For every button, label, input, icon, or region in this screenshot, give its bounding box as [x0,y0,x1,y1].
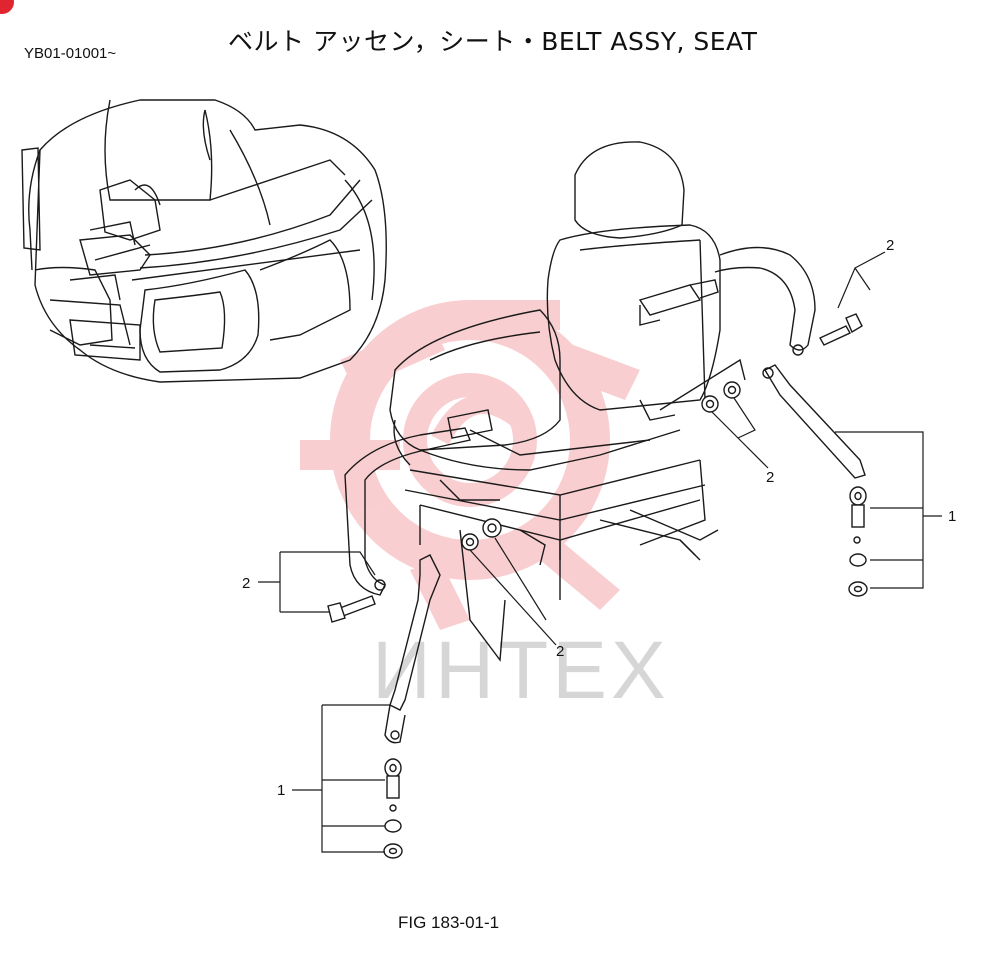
leader-lines [258,251,942,853]
spring-washer-left [384,819,402,833]
callout-left-bolt: 2 [242,575,250,592]
nut-center [482,518,502,538]
callout-right-group: 1 [948,508,956,525]
watermark-text: ИНТЕХ [372,625,670,716]
washer-right-1 [723,381,741,399]
callout-right-top-bolt: 2 [886,237,894,254]
watermark-logo [300,300,640,630]
spring-washer-right [849,553,867,567]
eye-bolt-left [384,758,402,799]
page-title: ベルト アッセン，シート・BELT ASSY, SEAT [228,27,758,56]
callout-left-group: 1 [277,782,285,799]
seat-illustration [344,141,866,744]
callout-right-nut: 2 [766,469,774,486]
hardware-parts [327,313,868,859]
eye-bolt-right [849,486,867,528]
nut-left-group [383,843,403,859]
bolt-right-top [819,313,863,346]
callout-center-nut: 2 [556,643,564,660]
bolt-left [327,595,376,623]
cab-overview-illustration [21,99,387,383]
washer-center [461,533,479,551]
serial-range: YB01-01001~ [24,45,117,62]
nut-right-group [848,581,868,597]
nut-right-1 [701,395,719,413]
figure-number: FIG 183-01-1 [398,913,500,932]
